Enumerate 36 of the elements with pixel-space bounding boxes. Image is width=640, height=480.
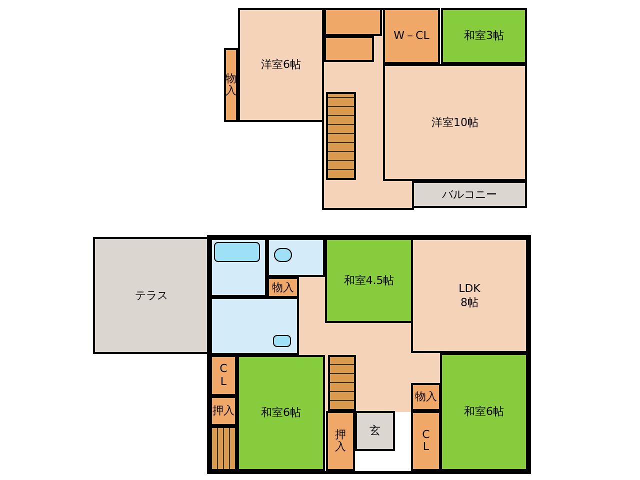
- room: [383, 8, 440, 64]
- room: [210, 355, 237, 396]
- room: [210, 396, 237, 426]
- room-label: 物入: [415, 390, 437, 404]
- room: [238, 8, 324, 122]
- room-label: CL: [421, 428, 431, 454]
- room-label: 押入: [335, 428, 346, 454]
- room-label: 押入: [212, 404, 234, 418]
- room: [440, 353, 528, 471]
- room-label: 物入: [226, 72, 236, 98]
- room: [411, 383, 441, 411]
- room: [411, 411, 441, 471]
- room-label: LDK 8帖: [458, 282, 482, 310]
- room-label: 物入: [272, 280, 294, 294]
- room: [267, 277, 299, 298]
- room: [383, 64, 527, 181]
- room: [93, 237, 210, 354]
- room-label: W－CL: [394, 29, 430, 43]
- room: [224, 48, 238, 122]
- room-label: 和室3帖: [464, 29, 504, 43]
- room: [355, 411, 395, 451]
- room-label: 洋室10帖: [432, 116, 478, 130]
- room-label: CL: [218, 363, 228, 388]
- room-label: 洋室6帖: [261, 58, 301, 72]
- room-label: テラス: [135, 288, 168, 302]
- room: [411, 238, 528, 353]
- room: [237, 355, 325, 471]
- room: [325, 238, 413, 323]
- room-label: 玄: [370, 424, 380, 438]
- room-label: 和室4.5帖: [344, 274, 394, 288]
- room: [412, 181, 527, 208]
- room-label: 和室6帖: [261, 406, 301, 420]
- room-label: 和室6帖: [464, 405, 504, 419]
- room-label: バルコニー: [442, 188, 497, 202]
- room: [441, 8, 527, 64]
- room: [326, 411, 355, 471]
